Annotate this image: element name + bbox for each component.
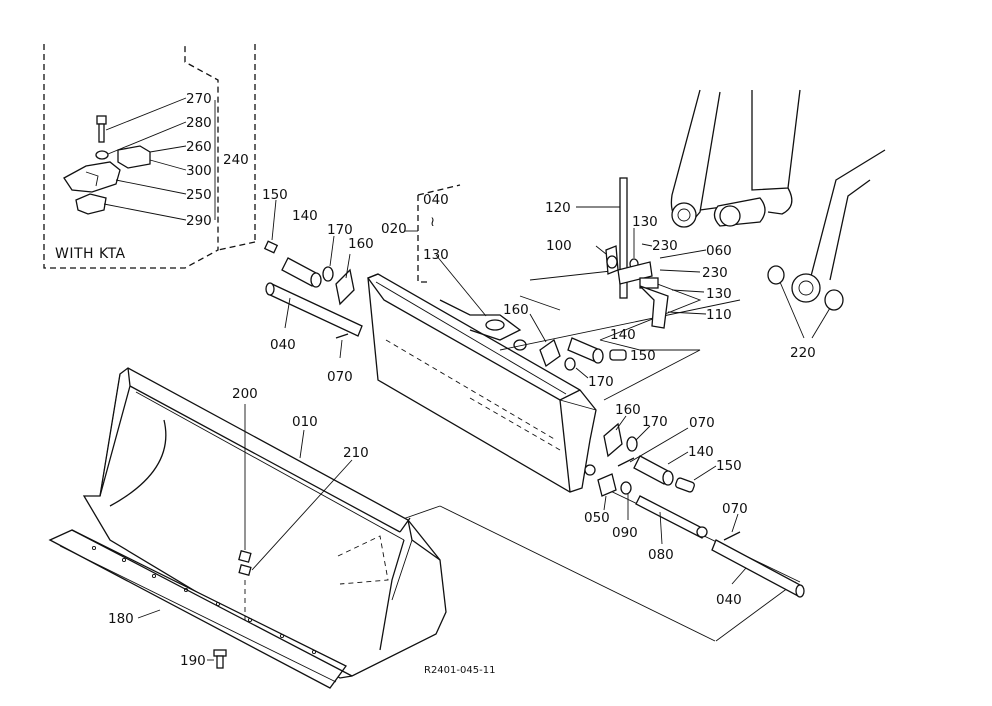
label-260: 260 bbox=[186, 139, 212, 155]
reference-lines bbox=[399, 269, 801, 642]
pivot-parts-right: 160 170 070 140 150 050 090 080 070 040 bbox=[584, 402, 805, 608]
label-070-right: 070 bbox=[722, 501, 748, 517]
label-160-left: 160 bbox=[348, 236, 374, 252]
label-080: 080 bbox=[648, 547, 674, 563]
label-150-mid: 150 bbox=[630, 348, 656, 364]
label-020: 020 bbox=[381, 221, 407, 237]
inset-caption: WITH KTA bbox=[55, 246, 126, 262]
range-separator: ≀ bbox=[430, 214, 435, 230]
label-140-mid: 140 bbox=[610, 327, 636, 343]
kta-inset: WITH KTA 270 280 260 300 250 290 240 bbox=[43, 44, 256, 269]
bucket-010: 200 010 210 180 190 bbox=[48, 367, 447, 689]
mounting-frame-020: 020 040 ≀ 130 bbox=[366, 184, 597, 493]
label-150-left: 150 bbox=[262, 187, 288, 203]
label-170-right: 170 bbox=[642, 414, 668, 430]
label-200: 200 bbox=[232, 386, 258, 402]
label-110: 110 bbox=[706, 307, 732, 323]
reference-code: R2401-045-11 bbox=[424, 665, 495, 676]
label-170-left: 170 bbox=[327, 222, 353, 238]
label-140-left: 140 bbox=[292, 208, 318, 224]
link-parts: 120 130 100 230 060 230 130 110 bbox=[545, 177, 732, 329]
label-290: 290 bbox=[186, 213, 212, 229]
label-140-right: 140 bbox=[688, 444, 714, 460]
label-180: 180 bbox=[108, 611, 134, 627]
pivot-parts-center: 160 140 150 170 bbox=[503, 302, 656, 390]
blade-bolt-holes bbox=[91, 545, 317, 655]
label-280: 280 bbox=[186, 115, 212, 131]
pivot-parts-left: 150 140 170 160 040 070 bbox=[262, 187, 374, 385]
label-170-mid: 170 bbox=[588, 374, 614, 390]
label-250: 250 bbox=[186, 187, 212, 203]
label-160-right: 160 bbox=[615, 402, 641, 418]
label-160-mid: 160 bbox=[503, 302, 529, 318]
label-120: 120 bbox=[545, 200, 571, 216]
label-040-left: 040 bbox=[270, 337, 296, 353]
label-070-mid: 070 bbox=[689, 415, 715, 431]
label-210: 210 bbox=[343, 445, 369, 461]
bolt-270-icon bbox=[96, 115, 107, 143]
tooth-250-icon bbox=[63, 161, 121, 193]
loader-arms: 220 bbox=[670, 89, 886, 361]
washer-280-icon bbox=[95, 150, 109, 160]
label-130-b: 130 bbox=[706, 286, 732, 302]
label-130-range: 130 bbox=[423, 247, 449, 263]
tooth-cap-260-icon bbox=[117, 145, 151, 169]
label-270: 270 bbox=[186, 91, 212, 107]
label-060: 060 bbox=[706, 243, 732, 259]
label-190: 190 bbox=[180, 653, 206, 669]
label-300: 300 bbox=[186, 163, 212, 179]
base-plate-290-icon bbox=[75, 193, 107, 215]
label-130-a: 130 bbox=[632, 214, 658, 230]
label-220: 220 bbox=[790, 345, 816, 361]
label-230-a: 230 bbox=[652, 238, 678, 254]
label-230-b: 230 bbox=[702, 265, 728, 281]
label-150-right: 150 bbox=[716, 458, 742, 474]
label-240: 240 bbox=[223, 152, 249, 168]
label-100: 100 bbox=[546, 238, 572, 254]
label-010: 010 bbox=[292, 414, 318, 430]
label-070-left: 070 bbox=[327, 369, 353, 385]
label-040-right: 040 bbox=[716, 592, 742, 608]
label-050: 050 bbox=[584, 510, 610, 526]
label-040-range: 040 bbox=[423, 192, 449, 208]
label-090: 090 bbox=[612, 525, 638, 541]
